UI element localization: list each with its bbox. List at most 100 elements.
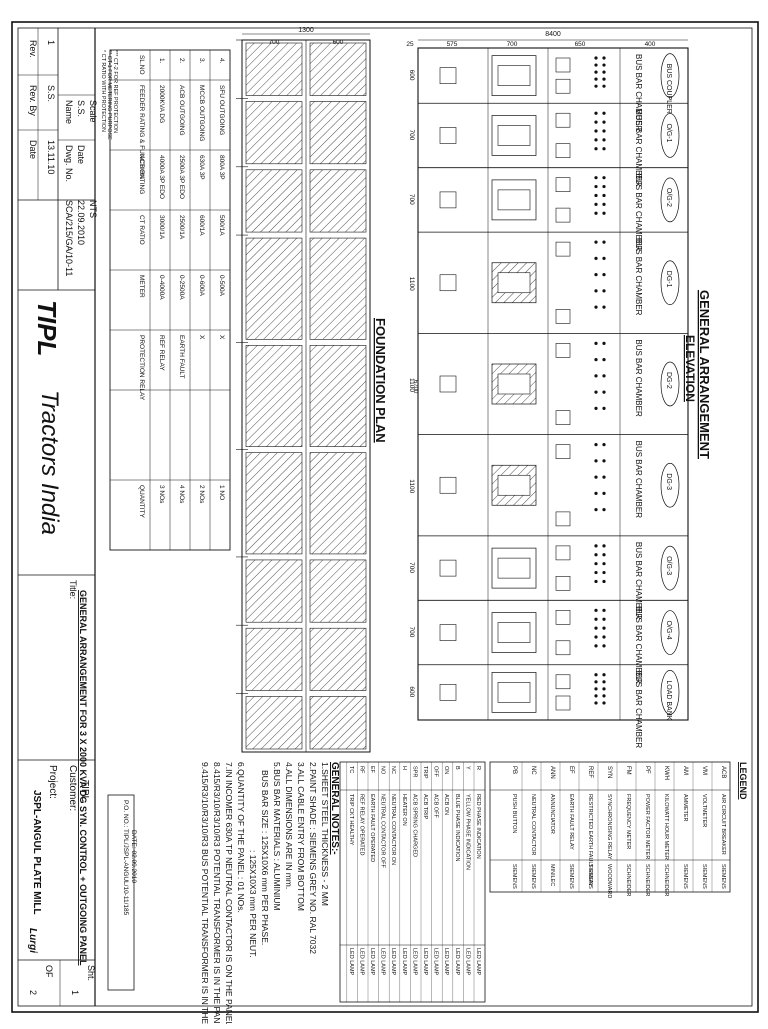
rev-header: Rev. — [28, 40, 38, 58]
meter-box — [555, 640, 571, 656]
note-item: 8.415/R3/10/R3/10/R3 POTENTIAL TRANSFORM… — [212, 762, 222, 1024]
indicator-lamp — [602, 341, 606, 345]
svg-text:1.: 1. — [158, 58, 165, 64]
indicator-lamp — [602, 617, 606, 621]
side-dim: 25 — [406, 41, 414, 48]
legend-make: SIEMENS — [682, 864, 688, 889]
company-logo: TIPL — [32, 300, 62, 356]
legend-desc: SYNCHRONISING RELAY — [606, 794, 612, 860]
foundation-cell — [245, 627, 303, 691]
indicator-lamp — [594, 184, 598, 189]
svg-text:0-500A: 0-500A — [218, 275, 225, 297]
schedule-row: 1. 2000KVA DG 4000A 3P EDO 3000/1A 0-400… — [158, 58, 165, 504]
breaker-box — [491, 115, 537, 156]
bus-bar-label: BUS BAR CHAMBER — [634, 671, 643, 749]
breaker-window — [497, 65, 531, 86]
lamp-code: H — [401, 766, 407, 770]
dwg-no: SCA/215/GA/10-11 — [64, 200, 74, 276]
svg-text:630A 3P: 630A 3P — [198, 155, 205, 180]
indicator-lamp — [594, 694, 598, 698]
feeder-schedule: SL.NO FEEDER RATING & FUNCTION ACB RATIN… — [100, 49, 231, 551]
col-dim: 575 — [447, 41, 458, 48]
lamp-desc: NEUTRAL CONTACTOR ON — [390, 794, 396, 865]
po-date: DATE: 02.09.2010 — [130, 830, 137, 883]
indicator-lamp — [602, 694, 606, 698]
foundation-cell — [309, 696, 367, 750]
indicator-lamp — [594, 644, 598, 648]
svg-text:1 NO: 1 NO — [218, 485, 225, 500]
meter-box — [555, 57, 571, 73]
lamp-component: LED LAMP — [422, 948, 428, 976]
breaker-box — [491, 612, 537, 653]
indicator-lamp — [602, 63, 606, 67]
legend-code: KWH — [663, 766, 669, 780]
foundation-cell — [245, 101, 303, 165]
panel-width-dim: 1100 — [408, 277, 415, 291]
legend-desc: KILOWATT HOUR METER — [663, 794, 669, 860]
foundation-cell — [309, 101, 367, 165]
project-label: Project: — [47, 765, 58, 799]
schedule-row: 2. ACB OUTGOING 2500A 3P EDO 2500/1A 0-2… — [178, 58, 185, 504]
lamp-desc: ACB TRIP — [422, 794, 428, 820]
panel-width-dim: 700 — [408, 562, 415, 573]
lamp-desc: YELLOW PHASE INDICATION — [464, 794, 470, 870]
indicator-lamp — [594, 111, 598, 115]
breaker-window — [497, 189, 531, 211]
meter-box — [439, 476, 457, 494]
sched-footnote: *** CT-2 FOR REF PROTECTION — [112, 50, 118, 133]
lamp-desc: NEUTRAL CONTACTOR OFF — [380, 794, 386, 868]
lamp-component: LED LAMP — [454, 948, 460, 976]
indicator-lamp — [594, 341, 598, 345]
rev-number: 1 — [46, 40, 56, 45]
notes-heading: GENERAL NOTES:- — [329, 762, 340, 855]
indicator-lamp — [602, 374, 606, 378]
meter-box — [555, 343, 571, 358]
lamp-component: LED LAMP — [401, 948, 407, 976]
indicator-lamp — [602, 544, 606, 548]
legend-code: FM — [625, 766, 631, 775]
svg-text:X: X — [218, 335, 225, 340]
bus-bar-label: BUS BAR CHAMBER — [634, 606, 643, 684]
panel-width-dim: 700 — [408, 194, 415, 205]
indicator-lamp — [602, 184, 606, 189]
customer-label: Customer: — [67, 765, 78, 811]
feeder-tag-bubble — [660, 177, 680, 223]
lamp-code: B — [454, 766, 460, 770]
col-dim: 650 — [575, 41, 586, 48]
breaker-window — [497, 622, 531, 643]
lamp-code: NO — [380, 766, 386, 775]
indicator-lamp — [594, 84, 598, 88]
foundation-cell — [245, 237, 303, 340]
panel-width-dim: 1100 — [408, 378, 415, 392]
indicator-lamp — [602, 77, 606, 81]
foundation-cells — [236, 39, 367, 750]
meter-box — [555, 610, 571, 625]
indicator-lamp — [602, 406, 606, 410]
svg-text:0-600A: 0-600A — [198, 275, 205, 297]
title-label: Title: — [68, 580, 78, 599]
project-value: JSPL-ANGUL PLATE MILL — [31, 790, 42, 915]
legend-desc: RESTRICTED EARTH FAULT RELAY — [587, 794, 593, 887]
lamp-desc: RED PHASE INDICATION — [475, 794, 481, 859]
company-name: Tractors India — [36, 390, 63, 535]
meter-box — [555, 674, 571, 690]
meter-box — [555, 143, 571, 158]
breaker-window — [497, 474, 531, 496]
lamp-code: RF — [358, 766, 364, 774]
indicator-lamp — [602, 579, 606, 584]
legend-desc: NEUTRAL CONTACTOR — [530, 794, 536, 855]
indicator-lamp — [602, 193, 606, 198]
